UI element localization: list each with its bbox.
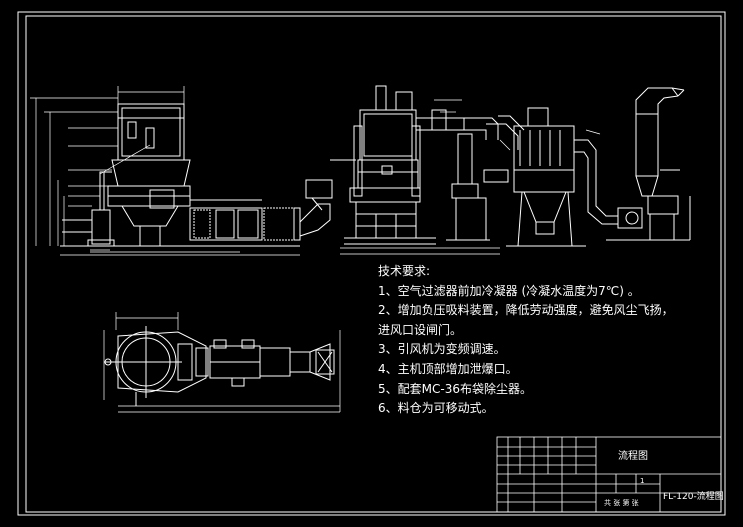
leader-lines-left (68, 127, 151, 251)
inner-border (25, 15, 722, 513)
note-item: 6、料仓为可移动式。 (378, 401, 494, 416)
air-handling-unit (189, 179, 333, 241)
plan-view (104, 326, 335, 406)
sheet-number: 1 (640, 477, 645, 485)
dimensions-right (340, 99, 601, 255)
note-item: 2、增加负压吸料装置，降低劳动强度，避免风尘飞扬，进风口设闸门。 (378, 303, 674, 337)
dimensions-left (30, 86, 300, 256)
plan-dimensions (103, 312, 341, 413)
notes-title: 技术要求: (378, 264, 431, 278)
note-item: 4、主机顶部增加泄爆口。 (378, 361, 518, 376)
note-item: 5、配套MC-36布袋除尘器。 (378, 381, 532, 396)
drawing-name: 流程图 (618, 451, 648, 462)
drawing-code: FL-120-流程图 (663, 492, 724, 502)
technical-requirements: 技术要求: 1、空气过滤器前加冷凝器 (冷凝水温度为7℃) 。 2、增加负压吸料… (378, 262, 728, 419)
title-block (496, 436, 722, 513)
dryer-elevation (60, 103, 300, 247)
sheet-count: 共 张 第 张 (604, 499, 639, 507)
exhaust-ducting (415, 109, 525, 241)
note-item: 3、引风机为变频调速。 (378, 342, 506, 357)
bag-dust-collector (506, 107, 618, 247)
note-item: 1、空气过滤器前加冷凝器 (冷凝水温度为7℃) 。 (378, 283, 640, 298)
main-machine (330, 85, 436, 245)
outer-border (17, 11, 726, 516)
induced-draft-fan (606, 87, 691, 241)
